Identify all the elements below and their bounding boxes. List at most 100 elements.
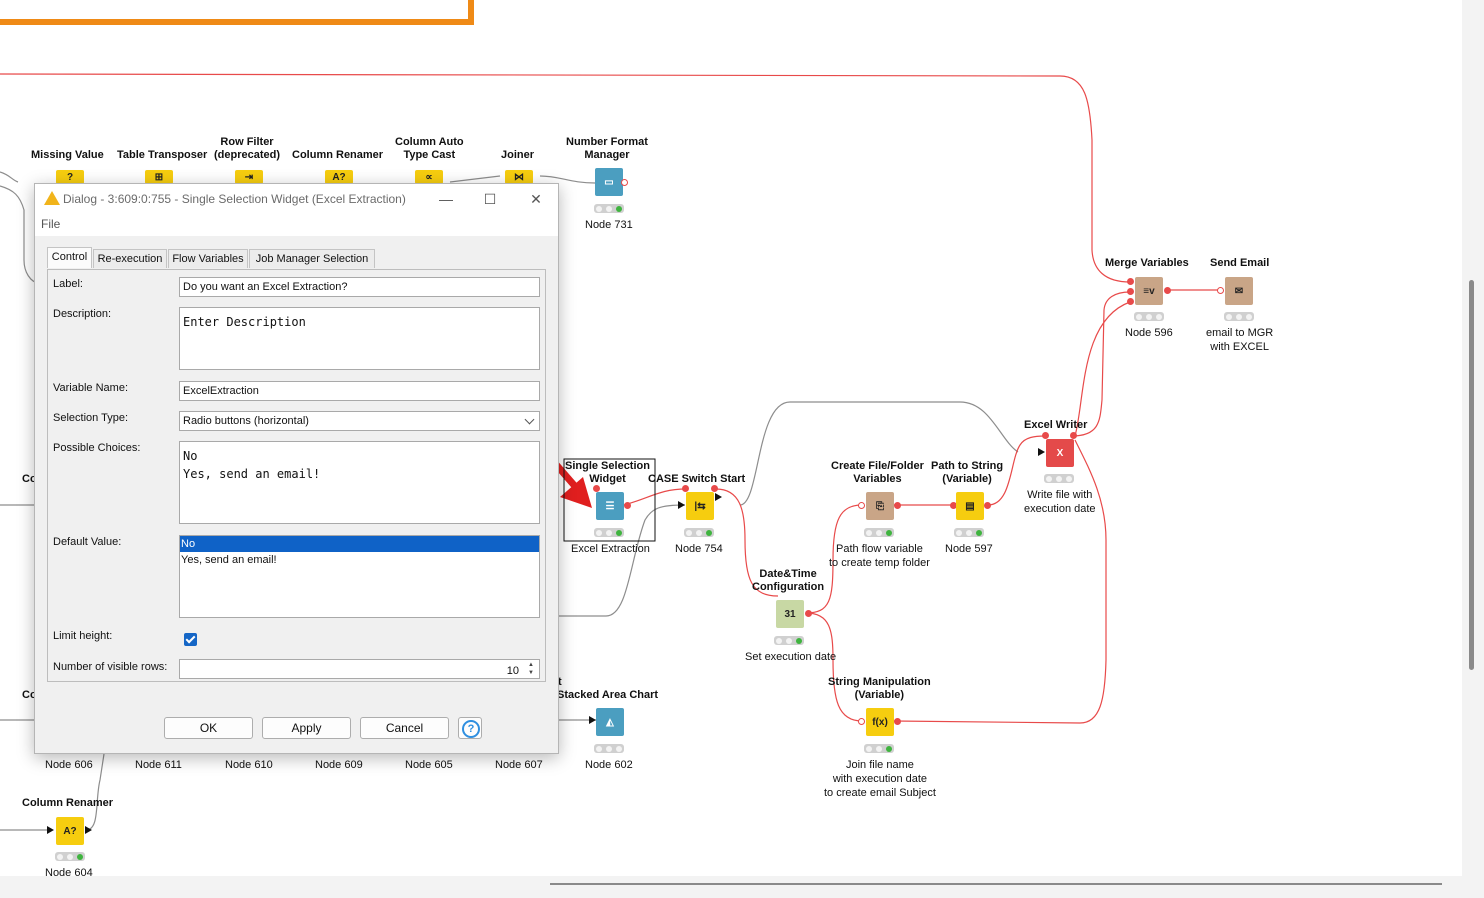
variable-name-input[interactable]: ExcelExtraction: [179, 381, 540, 401]
scrollbar-thumb[interactable]: [1469, 280, 1474, 670]
string-manipulation-node-icon[interactable]: f(x): [866, 708, 894, 736]
missing-value-node-icon[interactable]: ?: [56, 170, 84, 184]
list-item[interactable]: Yes, send an email!: [181, 554, 277, 566]
chevron-down-icon: [524, 414, 535, 425]
node-label-create-file-folder-variables: Create File/Folder Variables: [831, 460, 924, 485]
input-flow-port[interactable]: [1127, 278, 1134, 285]
flow-variable-port[interactable]: [805, 610, 812, 617]
default-value-field-label: Default Value:: [53, 536, 122, 548]
path-to-string-node-icon[interactable]: ▤: [956, 492, 984, 520]
node-label-path-to-string: Path to String (Variable): [931, 460, 1004, 485]
node-status-lights: [594, 204, 624, 213]
input-flow-port[interactable]: [950, 502, 957, 509]
node-caption-605: Node 605: [405, 759, 453, 771]
column-renamer-bottom-node-icon[interactable]: A?: [56, 817, 84, 845]
input-port[interactable]: [678, 501, 685, 509]
default-value-list[interactable]: No Yes, send an email!: [179, 535, 540, 618]
input-flow-port[interactable]: [1217, 287, 1224, 294]
limit-height-checkbox[interactable]: [184, 633, 197, 646]
create-file-folder-variables-node-icon[interactable]: ⎘: [866, 492, 894, 520]
horizontal-scrollbar[interactable]: [0, 876, 1462, 898]
flow-variable-port[interactable]: [894, 502, 901, 509]
scrollbar-thumb[interactable]: [550, 883, 1442, 885]
warning-icon: [44, 191, 60, 205]
input-flow-port[interactable]: [1127, 288, 1134, 295]
node-label-send-email: Send Email: [1210, 257, 1270, 269]
node-caption-602: Node 602: [585, 759, 633, 771]
output-port[interactable]: [85, 826, 92, 834]
stacked-area-chart-node-icon[interactable]: ◭: [596, 708, 624, 736]
dialog-title: Dialog - 3:609:0:755 - Single Selection …: [63, 192, 406, 206]
dialog-menubar: File: [35, 214, 558, 236]
list-item-selected[interactable]: No: [180, 536, 539, 552]
selection-type-select[interactable]: Radio buttons (horizontal): [179, 411, 540, 431]
excel-writer-node-icon[interactable]: X: [1046, 439, 1074, 467]
flow-variable-port[interactable]: [984, 502, 991, 509]
minimize-button[interactable]: —: [439, 191, 453, 207]
wire: [739, 401, 1019, 506]
auto-type-cast-node-icon[interactable]: ∝: [415, 170, 443, 184]
merge-variables-node-icon[interactable]: ≡v: [1135, 277, 1163, 305]
node-caption-join-file-name: Join file name with execution date to cr…: [824, 759, 936, 799]
help-button[interactable]: ?: [458, 717, 482, 739]
partial-label: Co: [22, 689, 37, 701]
flow-variable-port[interactable]: [1070, 432, 1077, 439]
input-flow-port[interactable]: [858, 502, 865, 509]
spinner-up-icon[interactable]: ▲: [528, 662, 534, 668]
annotation-box: [0, 0, 474, 25]
output-port[interactable]: [715, 493, 722, 501]
single-selection-widget-node-icon[interactable]: ☰: [596, 492, 624, 520]
send-email-node-icon[interactable]: ✉: [1225, 277, 1253, 305]
maximize-button[interactable]: ☐: [483, 191, 497, 207]
flow-wire: [1071, 291, 1131, 437]
node-label-case-switch-start: CASE Switch Start: [648, 473, 746, 485]
ok-button[interactable]: OK: [164, 717, 253, 739]
input-flow-port[interactable]: [858, 718, 865, 725]
input-port[interactable]: [47, 826, 54, 834]
node-label-column-auto-type-cast: Column Auto Type Cast: [395, 136, 464, 161]
menu-file[interactable]: File: [41, 217, 61, 231]
flow-variable-port[interactable]: [682, 485, 689, 492]
output-port[interactable]: [624, 502, 631, 509]
control-panel: Label: Do you want an Excel Extraction? …: [47, 269, 546, 682]
flow-variable-port[interactable]: [1164, 287, 1171, 294]
vertical-scrollbar[interactable]: [1462, 0, 1484, 898]
node-label-single-selection-widget: Single Selection Widget: [565, 460, 650, 485]
node-label-string-manipulation: String Manipulation (Variable): [828, 676, 931, 701]
label-input[interactable]: Do you want an Excel Extraction?: [179, 277, 540, 297]
cancel-button[interactable]: Cancel: [360, 717, 449, 739]
description-field-label: Description:: [53, 308, 112, 320]
single-selection-widget-dialog[interactable]: Dialog - 3:609:0:755 - Single Selection …: [34, 183, 559, 754]
tab-re-execution[interactable]: Re-execution: [93, 249, 167, 268]
spinner-down-icon[interactable]: ▼: [528, 670, 534, 676]
row-filter-node-icon[interactable]: ⇥: [235, 170, 263, 184]
number-format-manager-node-icon[interactable]: ▭: [595, 168, 623, 196]
tab-flow-variables[interactable]: Flow Variables: [168, 249, 248, 268]
input-port[interactable]: [1038, 448, 1045, 456]
description-textarea[interactable]: Enter Description: [179, 307, 540, 370]
visible-rows-value: 10: [506, 665, 519, 677]
input-flow-port[interactable]: [1127, 298, 1134, 305]
flow-variable-port[interactable]: [593, 485, 600, 492]
flow-variable-port[interactable]: [711, 485, 718, 492]
case-switch-start-node-icon[interactable]: |⇆: [686, 492, 714, 520]
table-transposer-node-icon[interactable]: ⊞: [145, 170, 173, 184]
date-time-configuration-node-icon[interactable]: 31: [776, 600, 804, 628]
apply-button[interactable]: Apply: [262, 717, 351, 739]
tab-job-manager-selection[interactable]: Job Manager Selection: [249, 249, 375, 268]
flow-wire: [893, 439, 1107, 724]
tab-control[interactable]: Control: [47, 247, 92, 268]
flow-variable-port[interactable]: [894, 718, 901, 725]
flow-wire: [987, 435, 1046, 506]
close-button[interactable]: ✕: [530, 191, 542, 207]
dialog-titlebar[interactable]: Dialog - 3:609:0:755 - Single Selection …: [35, 184, 558, 214]
possible-choices-field-label: Possible Choices:: [53, 442, 141, 454]
column-renamer-node-icon[interactable]: A?: [325, 170, 353, 184]
variable-name-field-label: Variable Name:: [53, 382, 128, 394]
joiner-node-icon[interactable]: ⋈: [505, 170, 533, 184]
input-port[interactable]: [589, 716, 596, 724]
output-port[interactable]: [621, 179, 628, 186]
visible-rows-spinner[interactable]: 10 ▲ ▼: [179, 659, 540, 679]
flow-variable-port[interactable]: [1042, 432, 1049, 439]
